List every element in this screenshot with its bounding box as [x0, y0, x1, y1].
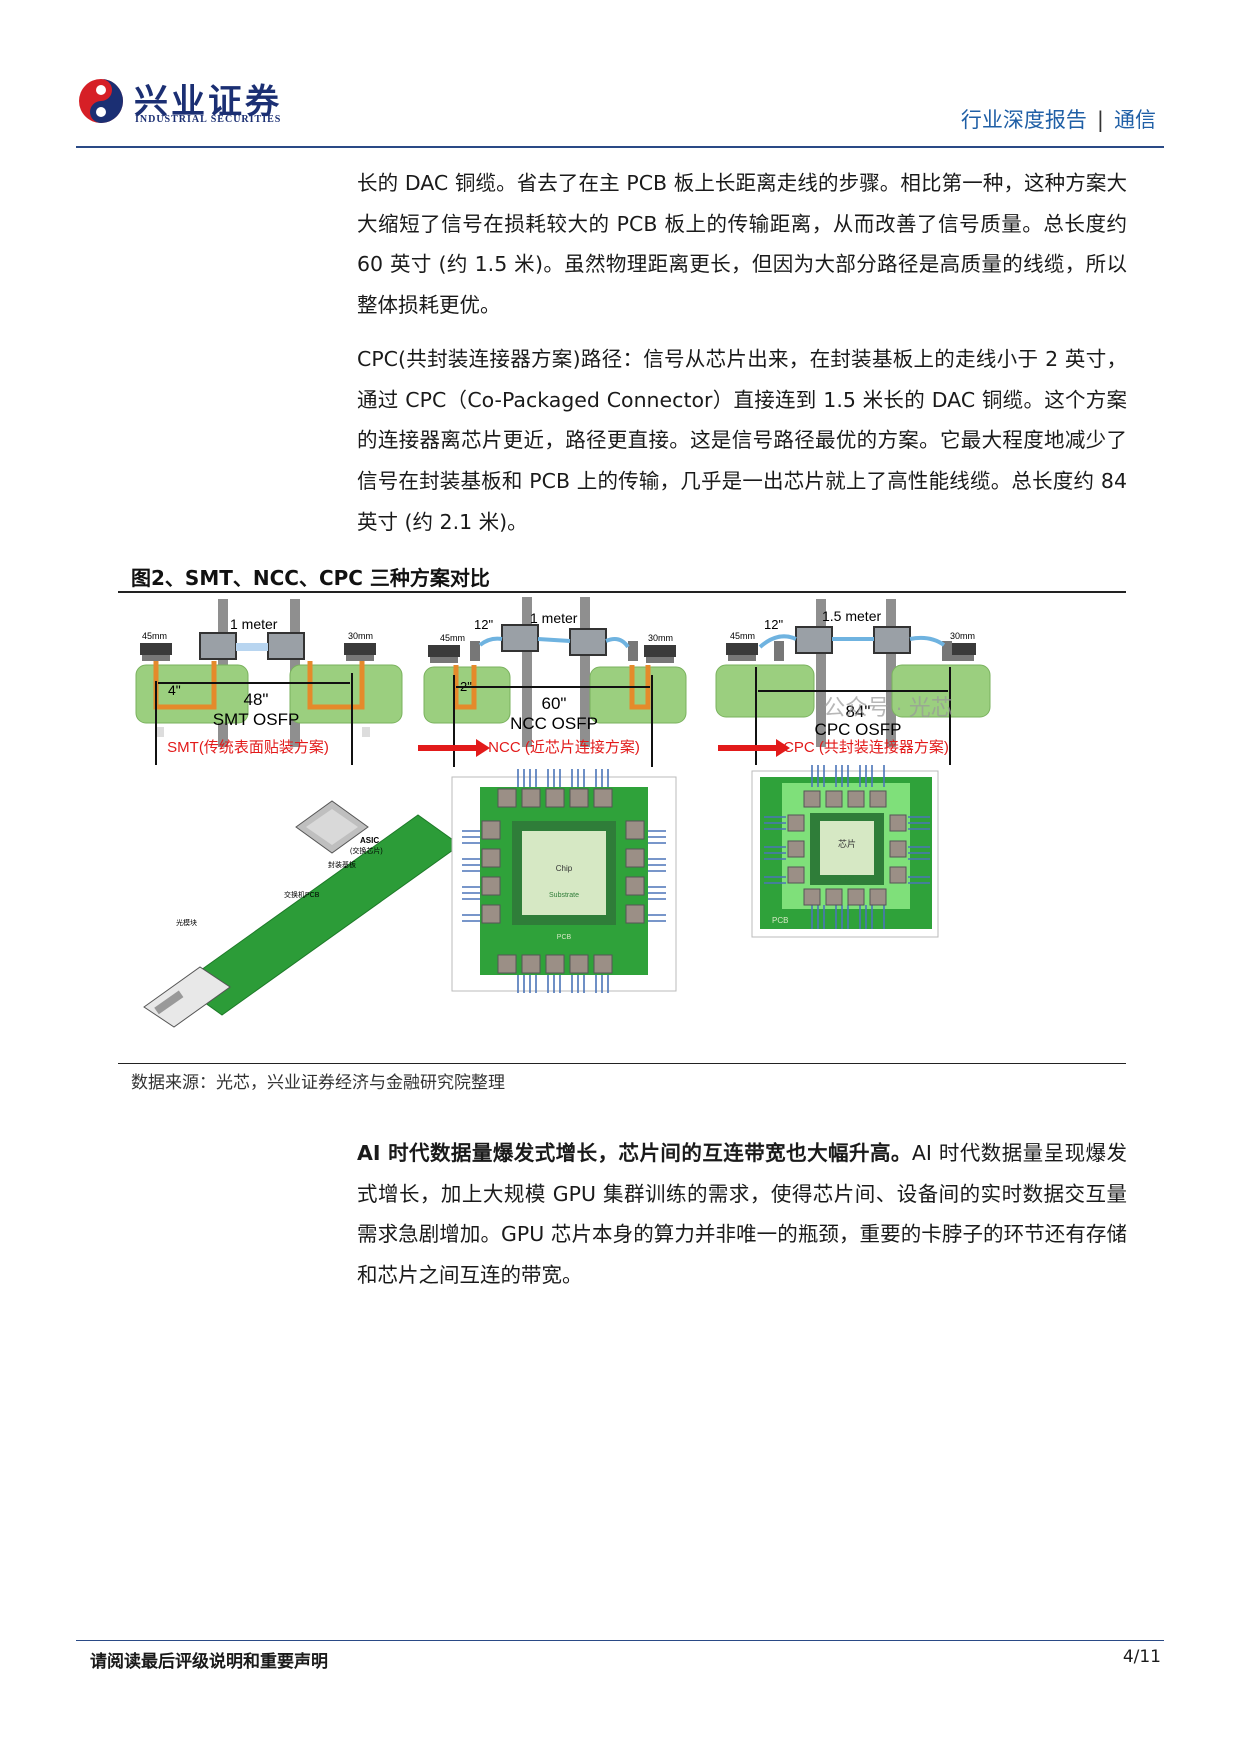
- header-separator: |: [1096, 108, 1104, 132]
- cpc-right-mm: 30mm: [950, 631, 975, 641]
- smt-cable-length: 1 meter: [230, 616, 278, 632]
- company-logo: [79, 79, 123, 123]
- report-type: 行业深度报告: [960, 108, 1087, 132]
- ncc-left-mm: 45mm: [440, 633, 465, 643]
- optical-module-label: 光模块: [176, 918, 197, 927]
- brand-name-cn: 兴业证券: [134, 82, 282, 122]
- smt-total-length: 48": [244, 690, 269, 709]
- cpc-top-length: 12": [764, 617, 783, 632]
- asic-sub-label: (交换芯片): [350, 846, 383, 855]
- panel-ncc: 45mm 30mm 2" 12" 1 meter 60" NCC OSFP: [423, 597, 687, 767]
- ncc-total-length: 60": [542, 694, 567, 713]
- body-paragraph-ai-bandwidth: AI 时代数据量爆发式增长，芯片间的互连带宽也大幅升高。AI 时代数据量呈现爆发…: [357, 1133, 1127, 1296]
- watermark: 公众号 · 光芯: [823, 695, 953, 720]
- paragraph-lead-bold: AI 时代数据量爆发式增长，芯片间的互连带宽也大幅升高。: [357, 1141, 912, 1165]
- body-paragraph-cpc: CPC(共封装连接器方案)路径：信号从芯片出来，在封装基板上的走线小于 2 英寸…: [357, 347, 1127, 534]
- report-category: 行业深度报告 | 通信: [961, 104, 1156, 134]
- brand-name-en: INDUSTRIAL SECURITIES: [135, 114, 282, 125]
- industry-label: 通信: [1114, 108, 1156, 132]
- smt-caption: SMT(传统表面贴装方案): [167, 738, 329, 756]
- cpc-substrate-label: 基板: [839, 875, 855, 885]
- panel-cpc: 45mm 30mm 12" 1.5 meter 84" CPC OSFP 公众号…: [715, 599, 991, 765]
- cpc-pcb-label: PCB: [772, 916, 788, 925]
- ncc-top-length: 12": [474, 617, 493, 632]
- page-number: 4/11: [1122, 1647, 1161, 1667]
- ncc-cable-length: 1 meter: [530, 610, 578, 626]
- switch-pcb-label: 交换机PCB: [284, 890, 320, 899]
- figure-bottom-rule: [118, 1063, 1126, 1064]
- smt-left-mm: 45mm: [142, 631, 167, 641]
- smt-trace-length: 4": [168, 682, 181, 698]
- cpc-chip-diagram: 芯片 基板 PCB: [751, 765, 939, 938]
- package-substrate-label: 封装基板: [328, 860, 356, 869]
- scheme-comparison-diagram: 45mm 30mm 4" 1 meter 48" SMT OSFP 45mm 3…: [135, 597, 991, 1028]
- asic-label: ASIC: [360, 836, 379, 845]
- footer-disclaimer: 请阅读最后评级说明和重要声明: [90, 1652, 328, 1672]
- arrow-icon: [418, 739, 490, 757]
- cpc-total-length: 84": [846, 702, 871, 721]
- ncc-pcb-label: PCB: [557, 934, 572, 941]
- body-paragraph-ncc: 长的 DAC 铜缆。省去了在主 PCB 板上长距离走线的步骤。相比第一种，这种方…: [357, 171, 1127, 318]
- ncc-caption: NCC (近芯片连接方案): [488, 738, 640, 756]
- ncc-chip-label: Chip: [556, 864, 573, 873]
- paragraph-lead-rest: AI 时代数据量呈现爆发式增长，加上大规模 GPU 集群训练的需求，使得芯片间、…: [357, 1141, 1127, 1288]
- cpc-cable-length: 1.5 meter: [822, 608, 881, 624]
- figure-source: 数据来源：光芯，兴业证券经济与金融研究院整理: [131, 1073, 505, 1093]
- cpc-left-mm: 45mm: [730, 631, 755, 641]
- cpc-caption: CPC (共封装连接器方案): [783, 738, 949, 756]
- header-divider: [76, 146, 1164, 148]
- smt-scheme-name: SMT OSFP: [213, 710, 300, 729]
- ncc-chip-diagram: Chip Substrate PCB: [451, 769, 677, 993]
- ncc-right-mm: 30mm: [648, 633, 673, 643]
- footer-divider: [76, 1640, 1164, 1641]
- cpc-scheme-name: CPC OSFP: [815, 720, 902, 739]
- ncc-scheme-name: NCC OSFP: [510, 714, 598, 733]
- figure-top-rule: [118, 591, 1126, 593]
- smt-3d-illustration: ASIC (交换芯片) 封装基板 交换机PCB 光模块: [143, 800, 461, 1028]
- smt-right-mm: 30mm: [348, 631, 373, 641]
- figure-title: 图2、SMT、NCC、CPC 三种方案对比: [131, 566, 490, 590]
- arrow-icon: [718, 739, 790, 757]
- cpc-chip-label: 芯片: [838, 838, 856, 849]
- panel-smt: 45mm 30mm 4" 1 meter 48" SMT OSFP: [135, 599, 403, 765]
- ncc-substrate-label: Substrate: [549, 892, 579, 899]
